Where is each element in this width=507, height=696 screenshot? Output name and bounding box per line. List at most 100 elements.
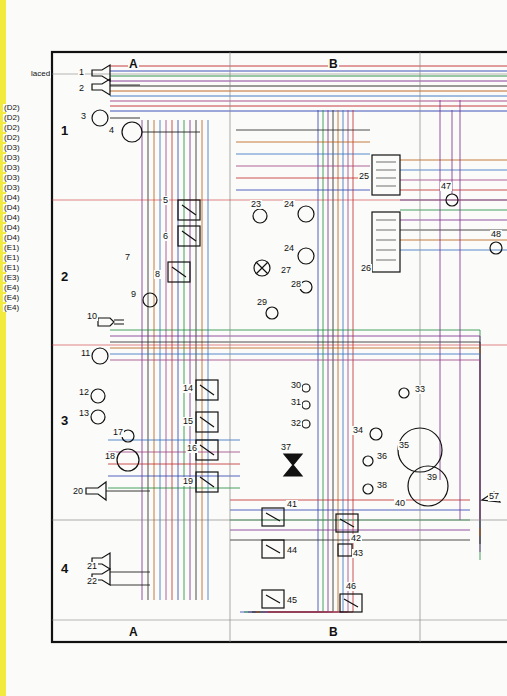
callout-number: 31 [290, 398, 302, 407]
wire [264, 110, 348, 612]
grid-reference: (D4) [3, 204, 21, 212]
callout-number: 28 [290, 280, 302, 289]
grid-reference: (D3) [3, 164, 21, 172]
callout-number: 10 [86, 312, 98, 321]
grid-reference: (E3) [3, 274, 20, 282]
callout-number: 39 [426, 473, 438, 482]
callout-number: 40 [394, 499, 406, 508]
wire [400, 190, 507, 191]
wire [440, 100, 460, 520]
callout-number: 30 [290, 381, 302, 390]
wire [230, 530, 470, 531]
callout-number: 8 [154, 270, 161, 279]
callout-number: 42 [350, 534, 362, 543]
callout-number: 45 [286, 596, 298, 605]
wire [240, 110, 318, 612]
callout-number: 46 [345, 582, 357, 591]
callout-number: 23 [250, 200, 262, 209]
callout-number: 20 [72, 487, 84, 496]
callout-number: 41 [286, 500, 298, 509]
wire [230, 510, 470, 511]
wire [400, 240, 507, 241]
callout-number: 16 [186, 444, 198, 453]
wire [108, 440, 240, 441]
callout-number: 7 [124, 253, 131, 262]
wire [236, 142, 370, 143]
wire [236, 178, 370, 179]
wire [236, 166, 370, 167]
wire [110, 336, 480, 552]
callout-number: 17 [112, 428, 124, 437]
wire [252, 110, 333, 612]
callout-number: 24 [283, 244, 295, 253]
wire [110, 66, 507, 67]
wire [110, 96, 507, 97]
wire [108, 464, 240, 465]
callout-number: 27 [280, 266, 292, 275]
wire [268, 110, 353, 612]
callout-number: 48 [490, 230, 502, 239]
callout-number: 9 [130, 290, 137, 299]
grid-reference: (E1) [3, 244, 20, 252]
callout-number: 44 [286, 546, 298, 555]
callout-number: 38 [376, 481, 388, 490]
grid-reference: (D2) [3, 104, 21, 112]
callout-number: 57 [488, 492, 500, 501]
grid-label: A [128, 626, 139, 638]
grid-reference: (E4) [3, 304, 20, 312]
callout-number: 3 [80, 112, 87, 121]
callout-number: 29 [256, 298, 268, 307]
wire [236, 130, 370, 131]
wire [110, 91, 507, 92]
wire [400, 220, 507, 221]
callout-number: 14 [182, 384, 194, 393]
wire [256, 110, 338, 612]
grid-reference: (D3) [3, 154, 21, 162]
grid-reference: (D2) [3, 124, 21, 132]
grid-label: 1 [60, 124, 69, 137]
wire [110, 342, 480, 544]
grid-label: B [328, 58, 339, 70]
callout-number: 37 [280, 443, 292, 452]
callout-number: 21 [86, 562, 98, 571]
callout-number: 15 [182, 417, 194, 426]
wire [110, 76, 507, 77]
wire [400, 170, 507, 171]
callout-number: 34 [352, 426, 364, 435]
wire [110, 101, 507, 102]
callout-number: 4 [108, 126, 115, 135]
callout-number: 13 [78, 409, 90, 418]
grid-reference: (D2) [3, 114, 21, 122]
wire [110, 330, 480, 560]
wire [110, 111, 507, 112]
wire [400, 180, 507, 181]
grid-label: A [128, 58, 139, 70]
callout-number: 43 [352, 549, 364, 558]
callout-number: 47 [440, 182, 452, 191]
grid-label: 4 [60, 562, 69, 575]
wire [400, 160, 507, 161]
callout-number: 36 [376, 452, 388, 461]
callout-number: 25 [358, 172, 370, 181]
wire [110, 106, 507, 107]
wire [248, 110, 328, 612]
grid-reference: (D4) [3, 224, 21, 232]
wire [110, 354, 480, 528]
callout-number: 11 [80, 349, 91, 358]
callout-number: 32 [290, 419, 302, 428]
callout-number: 24 [283, 200, 295, 209]
wire [400, 210, 507, 211]
grid-label: B [328, 626, 339, 638]
callout-number: 19 [182, 477, 194, 486]
wire [110, 86, 507, 87]
callout-number: 12 [78, 388, 90, 397]
wire [236, 154, 370, 155]
callout-number: 22 [86, 577, 98, 586]
wire [110, 81, 507, 82]
callout-number: 33 [414, 385, 426, 394]
wire [110, 348, 480, 536]
grid-reference: (D2) [3, 134, 21, 142]
grid-reference: (E1) [3, 264, 20, 272]
grid-reference: (D3) [3, 144, 21, 152]
